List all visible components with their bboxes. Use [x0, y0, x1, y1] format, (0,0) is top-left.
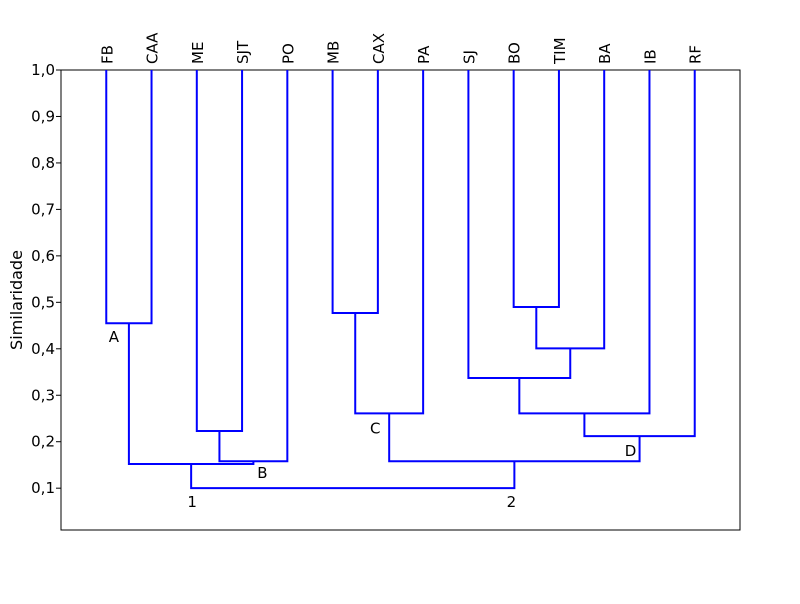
cluster-label-1: 1: [187, 493, 197, 511]
leaf-label-fb: FB: [98, 45, 116, 64]
dendrogram-link-m7: [512, 70, 560, 308]
y-tick-label: 0,7: [31, 200, 55, 218]
dendrogram-link-m8: [535, 70, 606, 350]
dendrogram-link-m6: [354, 70, 425, 415]
dendrogram-link-m11: [583, 70, 696, 438]
cluster-label-2: 2: [507, 493, 517, 511]
dendrogram-link-m4: [127, 323, 255, 466]
leaf-label-cax: CAX: [370, 33, 388, 64]
y-tick-label: 0,1: [31, 479, 55, 497]
leaf-label-ib: IB: [641, 49, 659, 64]
leaf-label-me: ME: [189, 42, 207, 64]
dendrogram-link-m12: [388, 413, 641, 463]
dendrogram-link-m2: [195, 70, 244, 433]
dendrogram-link-m13: [190, 461, 516, 490]
y-tick-label: 0,3: [31, 386, 55, 404]
leaf-label-ba: BA: [596, 43, 614, 64]
y-tick-label: 0,8: [31, 154, 55, 172]
leaf-label-mb: MB: [325, 41, 343, 64]
cluster-label-c: C: [370, 419, 380, 437]
leaf-label-bo: BO: [506, 42, 524, 64]
leaf-label-tim: TIM: [551, 37, 569, 65]
cluster-label-b: B: [257, 464, 267, 482]
dendrogram-link-m9: [467, 70, 572, 380]
plot-frame: [60, 69, 741, 531]
y-tick-label: 0,5: [31, 293, 55, 311]
leaf-label-caa: CAA: [144, 32, 162, 64]
y-tick-label: 0,4: [31, 340, 55, 358]
dendrogram-link-m3: [218, 70, 289, 463]
cluster-label-d: D: [625, 442, 637, 460]
leaf-label-sjt: SJT: [234, 40, 252, 64]
dendrogram-link-m5: [331, 70, 379, 315]
leaf-label-sj: SJ: [460, 50, 478, 64]
dendrogram-link-m10: [518, 70, 651, 415]
leaf-label-po: PO: [279, 43, 297, 64]
leaf-label-pa: PA: [415, 45, 433, 64]
dendrogram-link-m1: [105, 70, 153, 325]
leaf-label-rf: RF: [687, 45, 705, 64]
cluster-label-a: A: [109, 328, 120, 346]
y-axis-label: Similaridade: [7, 250, 26, 350]
y-tick-label: 1,0: [31, 61, 55, 79]
y-tick-label: 0,2: [31, 433, 55, 451]
y-tick-label: 0,6: [31, 247, 55, 265]
y-tick-label: 0,9: [31, 107, 55, 125]
